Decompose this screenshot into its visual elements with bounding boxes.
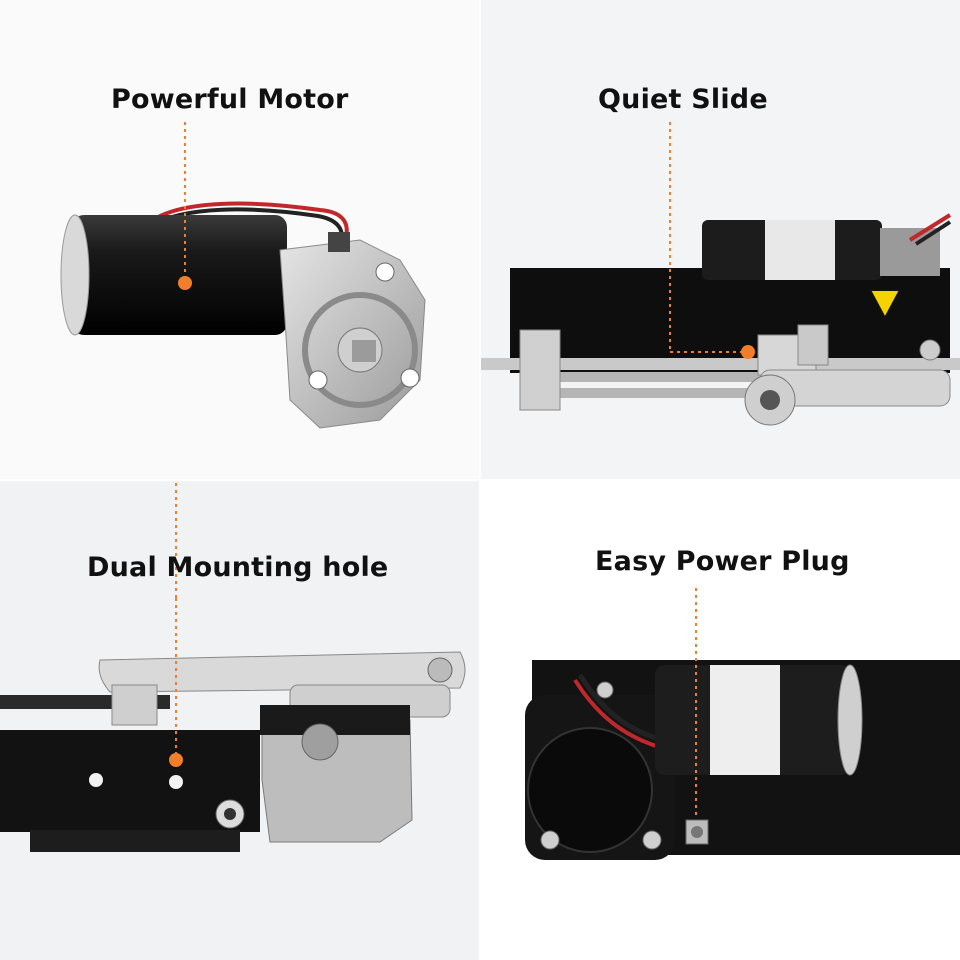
motor-photo — [60, 122, 426, 429]
label-quiet-slide: Quiet Slide — [598, 84, 768, 115]
panel-easy-power-plug: Easy Power Plug — [480, 480, 960, 960]
panel-dual-mounting-hole: Dual Mounting hole — [0, 480, 480, 960]
callout-dot — [741, 345, 755, 359]
panel-powerful-motor: Powerful Motor — [0, 0, 480, 480]
callout-dot — [169, 753, 183, 767]
label-easy-power-plug: Easy Power Plug — [595, 546, 850, 577]
label-powerful-motor: Powerful Motor — [111, 84, 349, 115]
panel-quiet-slide: Quiet Slide — [480, 0, 960, 480]
callout-dot — [178, 276, 192, 290]
plug-photo — [525, 588, 960, 860]
label-dual-mounting-hole: Dual Mounting hole — [87, 552, 389, 583]
slide-photo — [480, 122, 960, 426]
panel-divider-horizontal — [0, 479, 960, 481]
mounting-photo — [0, 480, 466, 852]
